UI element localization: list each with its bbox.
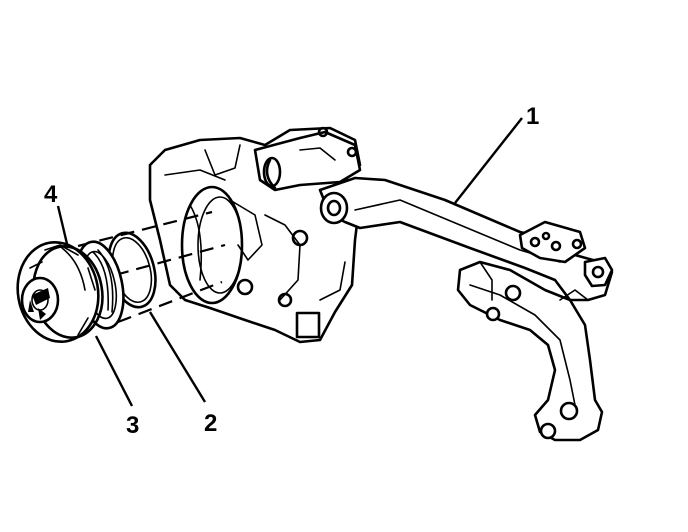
callout-3: 3 — [126, 412, 139, 439]
callout-2: 2 — [204, 410, 217, 437]
callout-4: 4 — [44, 181, 58, 208]
alignment-lines — [77, 210, 226, 324]
callout-leaders — [56, 117, 523, 407]
pump-impeller — [16, 240, 125, 344]
housing-assembly — [148, 126, 614, 442]
callout-1: 1 — [526, 103, 539, 130]
callout-labels: 1 2 3 4 — [44, 103, 539, 439]
